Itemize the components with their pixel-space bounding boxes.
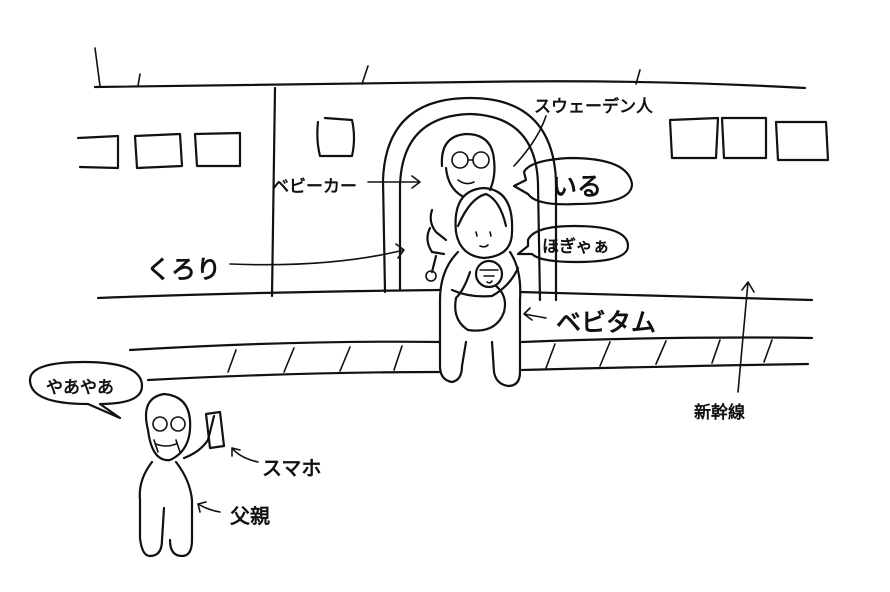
yaaya-bubble-text: やあやあ [46, 378, 114, 398]
stroller-frame [426, 208, 448, 274]
swedish-person-jaw [444, 166, 464, 198]
train-roof-line [93, 80, 807, 90]
train-door-inner [398, 112, 542, 302]
smartphone-arrow [231, 447, 259, 463]
hogya-speech-bubble [516, 224, 630, 264]
train-window-left-1 [76, 134, 120, 170]
platform-edge-bottom [146, 362, 810, 382]
hogya-bubble-text: ほぎゃぁ [542, 237, 610, 257]
train-door-outer [381, 96, 558, 302]
father-beard [153, 439, 181, 453]
baby-bundle [454, 270, 507, 332]
mother-face [475, 231, 492, 248]
iru-speech-bubble [512, 156, 634, 206]
train-window-left-2 [133, 132, 184, 170]
shinkansen-label: 新幹線 [694, 403, 745, 423]
train-body-lower-line [96, 288, 814, 302]
baby-head [474, 259, 504, 289]
swedish-person-face [457, 159, 475, 185]
car-divider-line [270, 86, 277, 298]
mother-head [454, 186, 514, 260]
mother-hair [456, 192, 508, 228]
stroller-arrow [367, 175, 421, 189]
train-window-left-3 [193, 131, 242, 168]
smartphone-device [204, 410, 226, 450]
swedish-person-hair [440, 132, 496, 192]
roof-tick-marks [94, 47, 641, 87]
train-window-right-1 [668, 116, 720, 160]
glasses-right [472, 151, 490, 169]
platform-edge-top [128, 336, 814, 352]
kurori-label: くろり [146, 255, 222, 284]
train-window-mid [316, 116, 356, 158]
kurori-arrow [229, 243, 405, 266]
father-arrow [197, 501, 221, 513]
stroller-wheel [425, 270, 437, 282]
stroller-label: ベビーカー [272, 177, 357, 197]
train-window-right-3 [774, 120, 830, 162]
father-glasses-right [170, 416, 186, 432]
smartphone-label: スマホ [262, 456, 322, 480]
father-body [138, 460, 194, 558]
swedish-leader [513, 115, 547, 167]
bebitamu-label: ベビタム [556, 308, 657, 337]
baby-face [479, 269, 499, 284]
glasses-left [451, 151, 469, 169]
father-label: 父親 [230, 504, 270, 528]
iru-bubble-text: いる [552, 172, 603, 201]
bebitamu-arrow [523, 307, 547, 321]
mother-body [438, 250, 522, 388]
mother-arm [450, 266, 520, 298]
father-head [144, 392, 192, 462]
yaaya-speech-bubble [28, 360, 144, 420]
father-glasses-left [152, 416, 168, 432]
shinkansen-arrow [737, 281, 755, 393]
train-window-right-2 [720, 116, 768, 160]
platform-hatching [227, 339, 773, 373]
swedish-person-label: スウェーデン人 [534, 97, 653, 117]
